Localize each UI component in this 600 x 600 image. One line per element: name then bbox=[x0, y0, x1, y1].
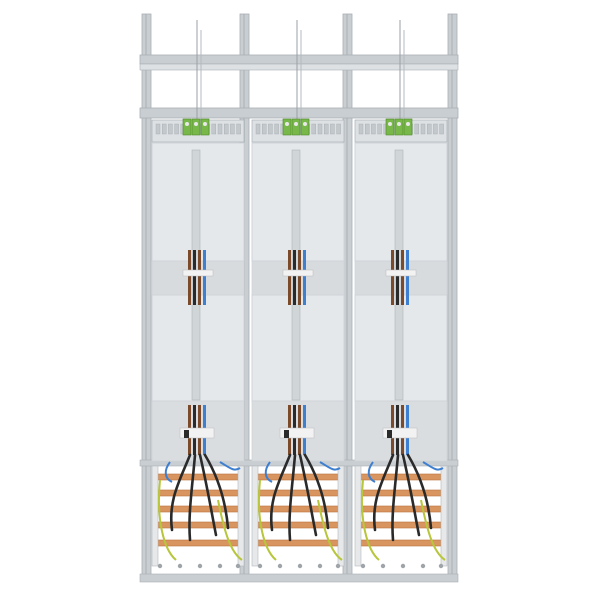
cabinet-bays bbox=[151, 20, 448, 569]
busbar bbox=[360, 473, 442, 481]
busbar bbox=[257, 521, 339, 529]
clamp bbox=[382, 427, 418, 439]
screw bbox=[277, 563, 283, 569]
feeder-cable bbox=[372, 453, 395, 532]
earth-wire bbox=[157, 479, 177, 561]
screw bbox=[438, 563, 444, 569]
feeder-cable bbox=[391, 453, 400, 542]
terminal-block bbox=[291, 118, 301, 136]
feeder-cable bbox=[169, 453, 192, 532]
busbar bbox=[360, 521, 442, 529]
feeder-cable bbox=[298, 453, 318, 537]
screw bbox=[177, 563, 183, 569]
neutral-wire bbox=[164, 461, 173, 483]
terminal-block bbox=[300, 118, 310, 136]
neutral-wire bbox=[264, 461, 273, 483]
neutral-wire bbox=[422, 461, 444, 471]
conductor-wire bbox=[193, 250, 196, 305]
terminal-block bbox=[403, 118, 413, 136]
neutral-wire bbox=[367, 461, 376, 483]
earth-wire bbox=[420, 499, 446, 561]
feeder-cable bbox=[188, 453, 197, 542]
busbar bbox=[157, 473, 239, 481]
busbar-support bbox=[151, 465, 159, 567]
terminal-block bbox=[182, 118, 192, 136]
screw bbox=[360, 563, 366, 569]
earth-wire bbox=[360, 479, 380, 561]
conductor-wire bbox=[293, 250, 296, 305]
busbar-support bbox=[440, 465, 448, 567]
terminal-block bbox=[394, 118, 404, 136]
bay-1 bbox=[151, 20, 245, 569]
feeder-cable bbox=[269, 453, 292, 532]
conductor-wire bbox=[396, 250, 399, 305]
busbar-support bbox=[354, 465, 362, 567]
screw bbox=[297, 563, 303, 569]
busbar-support bbox=[251, 465, 259, 567]
screw bbox=[235, 563, 241, 569]
busbar bbox=[360, 489, 442, 497]
busbar bbox=[360, 539, 442, 547]
conductor-wire bbox=[203, 250, 206, 305]
feeder-cable bbox=[288, 453, 297, 542]
conductor-wire bbox=[288, 250, 291, 305]
feeder-cable bbox=[303, 453, 330, 530]
neutral-wire bbox=[319, 461, 341, 471]
screw bbox=[197, 563, 203, 569]
busbar bbox=[257, 489, 339, 497]
busbar bbox=[157, 489, 239, 497]
conductor-wire bbox=[401, 250, 404, 305]
terminal-block bbox=[282, 118, 292, 136]
terminal-block bbox=[385, 118, 395, 136]
clamp bbox=[179, 427, 215, 439]
busbar-support bbox=[237, 465, 245, 567]
upper-crossbar bbox=[139, 107, 459, 119]
top-crossbar bbox=[139, 54, 459, 65]
feeder-cable bbox=[406, 453, 433, 530]
screw bbox=[217, 563, 223, 569]
conductor-wire bbox=[391, 250, 394, 305]
neutral-wire bbox=[219, 461, 241, 471]
busbar bbox=[257, 539, 339, 547]
bay-2 bbox=[251, 20, 345, 569]
clamp bbox=[182, 269, 214, 277]
clamp bbox=[385, 269, 417, 277]
conductor-wire bbox=[406, 250, 409, 305]
conductor-wire bbox=[298, 250, 301, 305]
screw bbox=[380, 563, 386, 569]
feeder-cable bbox=[198, 453, 218, 537]
conductor-wire bbox=[303, 250, 306, 305]
busbar bbox=[157, 539, 239, 547]
clamp bbox=[279, 427, 315, 439]
feeder-cable bbox=[203, 453, 230, 530]
screw bbox=[335, 563, 341, 569]
busbar bbox=[157, 521, 239, 529]
clamp bbox=[282, 269, 314, 277]
terminal-block bbox=[200, 118, 210, 136]
screw bbox=[257, 563, 263, 569]
earth-wire bbox=[217, 499, 243, 561]
screw bbox=[317, 563, 323, 569]
screw bbox=[157, 563, 163, 569]
base-rail bbox=[139, 573, 459, 583]
conductor-wire bbox=[198, 250, 201, 305]
screw bbox=[400, 563, 406, 569]
terminal-block bbox=[191, 118, 201, 136]
busbar-support bbox=[337, 465, 345, 567]
feeder-cable bbox=[401, 453, 421, 537]
screw bbox=[420, 563, 426, 569]
conductor-wire bbox=[188, 250, 191, 305]
earth-wire bbox=[317, 499, 343, 561]
bay-3 bbox=[354, 20, 448, 569]
busbar bbox=[257, 473, 339, 481]
earth-wire bbox=[257, 479, 277, 561]
